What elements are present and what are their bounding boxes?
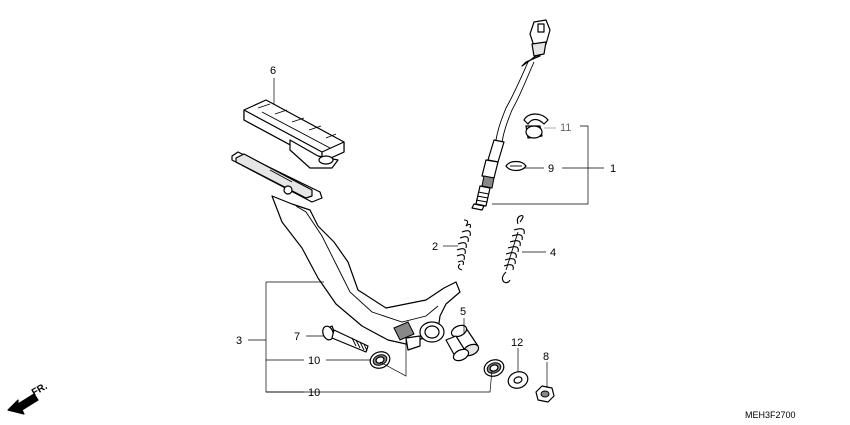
callout-6: 6	[270, 65, 276, 77]
callout-7: 7	[294, 331, 300, 343]
callout-10-lower: 10	[308, 387, 320, 399]
callout-8: 8	[543, 351, 549, 363]
callout-11: 11	[560, 122, 571, 134]
small-spring	[456, 219, 472, 271]
spring-clip	[505, 160, 527, 172]
brake-pedal-arm	[231, 151, 461, 351]
dust-seal-2	[483, 359, 505, 377]
callout-2: 2	[432, 241, 438, 253]
drawing-code: MEH3F2700	[745, 410, 796, 420]
leader-lines	[248, 78, 604, 393]
washer	[507, 371, 529, 389]
callout-3: 3	[236, 335, 242, 347]
pedal-rubber-pad	[243, 99, 345, 169]
clip	[523, 113, 549, 139]
callout-12: 12	[511, 337, 523, 349]
nut	[535, 385, 555, 403]
large-spring	[501, 215, 525, 284]
pivot-bolt	[322, 325, 369, 353]
callout-1: 1	[610, 163, 616, 175]
collar	[445, 324, 480, 362]
callout-9: 9	[548, 163, 554, 175]
direction-label: FR.	[30, 381, 50, 399]
callout-4: 4	[550, 247, 556, 259]
callout-10-upper: 10	[308, 355, 320, 367]
brake-light-switch	[471, 19, 551, 211]
dust-seal-1	[369, 351, 391, 369]
callout-5: 5	[460, 306, 466, 318]
direction-arrow: FR.	[7, 381, 50, 415]
callouts: 6 11 9 1 2 4 5 3 7 12 8 10 10	[236, 65, 616, 399]
